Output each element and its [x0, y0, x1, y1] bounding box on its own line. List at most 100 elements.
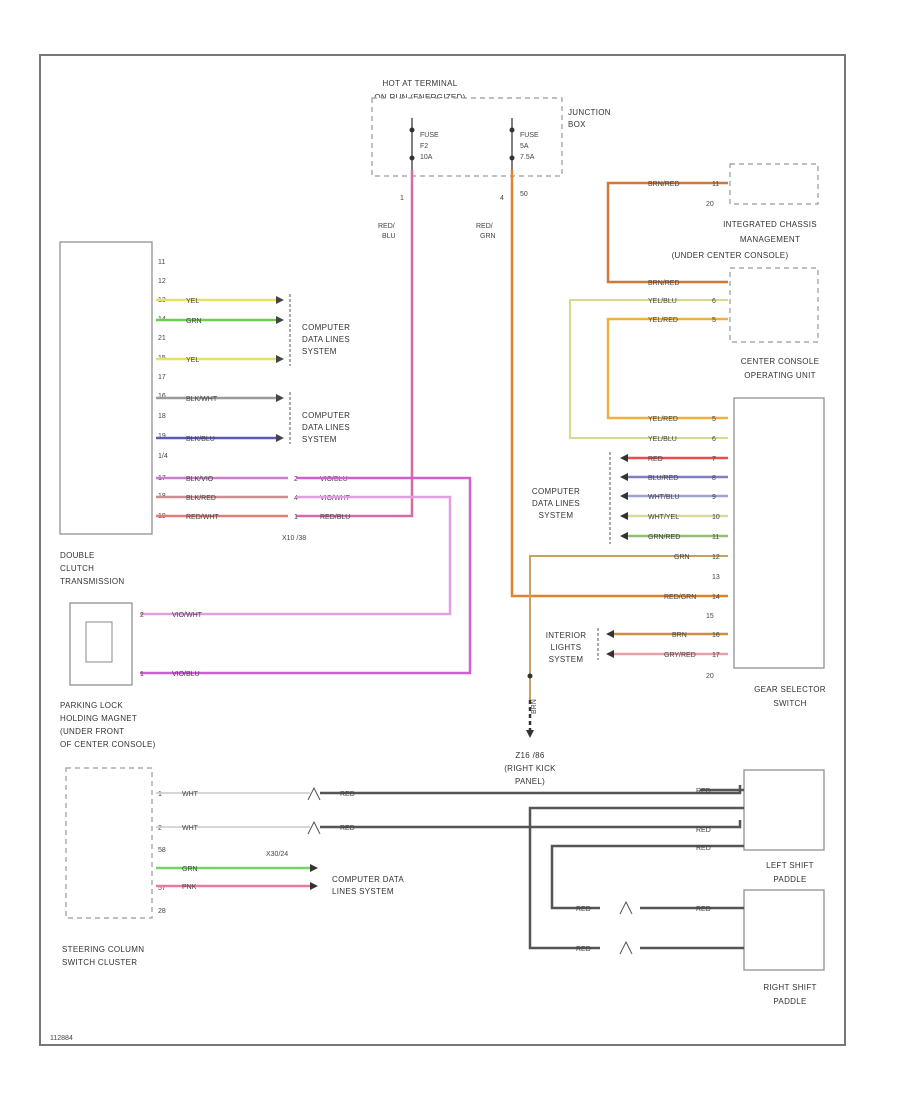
x10-pin: 2 — [294, 476, 298, 483]
wire-label-grn: GRN — [186, 318, 202, 325]
ground-label-1: Z16 /86 — [515, 751, 544, 760]
ground-label-3: PANEL) — [515, 777, 545, 786]
paddle-wire-label: RED — [696, 845, 711, 852]
left-paddle-label-1: LEFT SHIFT — [766, 861, 814, 870]
parking-pin: 2 — [140, 612, 144, 619]
center-console-box — [729, 267, 819, 343]
wire-label-yel-2: YEL — [186, 357, 199, 364]
junction-title-1: HOT AT TERMINAL — [382, 79, 457, 88]
junction-name-2: BOX — [568, 120, 586, 129]
steering-pin: 2 — [158, 825, 162, 832]
wire-yel-blu — [569, 299, 728, 439]
interior-label-2: LIGHTS — [551, 643, 582, 652]
wire-label-blk-blu: BLK/BLU — [186, 436, 215, 443]
wire-label-yel-blu: YEL/BLU — [648, 298, 677, 305]
solenoid-icon — [85, 621, 113, 663]
trans-pin: 17 — [158, 374, 166, 381]
junction-pin-left: 1 — [400, 195, 404, 202]
wire-label-yel: YEL — [186, 298, 199, 305]
gs-wire-label: BLU/RED — [648, 475, 678, 482]
gs-wire-label: WHT/YEL — [648, 514, 679, 521]
wire-red-blu-main — [296, 170, 414, 518]
steering-pin: 57 — [158, 885, 166, 892]
wire-yel-red — [606, 317, 728, 420]
steering-label-2: SWITCH CLUSTER — [62, 958, 137, 967]
gs-pin: 15 — [706, 613, 714, 620]
fuse-left-terminal-top — [409, 127, 415, 133]
fuse-left-label: FUSE — [420, 132, 439, 139]
connector-icon — [619, 940, 633, 955]
right-paddle-box — [743, 889, 825, 971]
integrated-label-2: MANAGEMENT — [740, 235, 800, 244]
wire-label-ground-brn: BRN — [531, 699, 538, 714]
wire-label-yel-red: YEL/RED — [648, 317, 678, 324]
parking-label-3: (UNDER FRONT — [60, 727, 124, 736]
trans-pin: 11 — [158, 259, 165, 266]
diagram-frame — [39, 54, 846, 1046]
wire-label-blk-red: BLK/RED — [186, 495, 216, 502]
fuse-left-rating: 10A — [420, 154, 433, 161]
cdl-2-line-2: DATA LINES — [302, 423, 350, 432]
gs-wire-label: YEL/RED — [648, 416, 678, 423]
steering-pin: 1 — [158, 791, 162, 798]
parking-lock-magnet: 2 1 VIO/WHT VIO/BLU PARKING LOCK HOLDING… — [60, 602, 203, 749]
center-console-label-2: OPERATING UNIT — [744, 371, 816, 380]
wire-label-red-wht: RED/WHT — [186, 514, 219, 521]
trans-pin: 16 — [158, 393, 166, 400]
wire-label-red-blu-1: RED/ — [378, 223, 395, 230]
wire-label-brn-red-1: BRN/RED — [648, 181, 680, 188]
paddle-wire-label: RED — [696, 788, 711, 795]
wire-label-red-2: RED — [340, 825, 355, 832]
gs-wire-label: GRY/RED — [664, 652, 696, 659]
integrated-label-3: (UNDER CENTER CONSOLE) — [672, 251, 789, 260]
trans-pin: 21 — [158, 335, 166, 342]
connector-icon — [307, 786, 321, 801]
wire-red-grn-main — [510, 170, 728, 598]
shift-paddles: RED RED RED RED RED RED LEFT SHIFT PADDL… — [528, 769, 825, 1006]
cdl-2-line-1: COMPUTER — [302, 411, 350, 420]
gs-wire-label: GRN — [674, 554, 690, 561]
cdl-3-line-1: COMPUTER — [532, 487, 580, 496]
transmission-label-2: CLUTCH — [60, 564, 94, 573]
gs-pin: 20 — [706, 673, 714, 680]
wire-label-red-blu-2: BLU — [382, 233, 396, 240]
right-paddle-label-1: RIGHT SHIFT — [763, 983, 816, 992]
parking-pin: 1 — [140, 671, 144, 678]
cdl-4-line-1: COMPUTER DATA — [332, 875, 404, 884]
wire-red-left-loop — [550, 844, 744, 910]
cdl-1-line-2: DATA LINES — [302, 335, 350, 344]
gs-pin: 9 — [712, 494, 716, 501]
gs-pin: 11 — [712, 534, 719, 541]
integrated-label-1: INTEGRATED CHASSIS — [723, 220, 817, 229]
right-paddle-label-2: PADDLE — [773, 997, 806, 1006]
cdl-1-line-3: SYSTEM — [302, 347, 337, 356]
fuse-right-rating: 7.5A — [520, 154, 535, 161]
ground-label-2: (RIGHT KICK — [504, 764, 556, 773]
diagram-id: 112884 — [50, 1035, 73, 1042]
cdl-3-line-2: DATA LINES — [532, 499, 580, 508]
cdl-1-line-1: COMPUTER — [302, 323, 350, 332]
steering-pin: 28 — [158, 908, 166, 915]
steering-column-switch-cluster: 1 2 58 57 28 WHT WHT RED RED GRN PNK X30… — [62, 767, 742, 967]
wire-label-wht-2: WHT — [182, 825, 199, 832]
gs-pin: 13 — [712, 574, 720, 581]
gs-pin: 17 — [712, 652, 720, 659]
console-pin: 5 — [712, 317, 716, 324]
gs-wire-label: GRN/RED — [648, 534, 680, 541]
paddle-wire-label: RED — [576, 906, 591, 913]
wire-red-left-1 — [320, 785, 742, 795]
gs-pin: 12 — [712, 554, 720, 561]
gs-pin: 7 — [712, 456, 716, 463]
gear-selector-label-2: SWITCH — [773, 699, 806, 708]
ground-icon — [526, 730, 534, 738]
paddle-wire-label: RED — [576, 946, 591, 953]
x10-pin: 4 — [294, 495, 298, 502]
can-connector-label: X30/24 — [266, 851, 288, 858]
gs-pin: 16 — [712, 632, 720, 639]
cdl-3-line-3: SYSTEM — [539, 511, 574, 520]
transmission-label-1: DOUBLE — [60, 551, 95, 560]
integrated-pin: 11 — [712, 181, 719, 188]
integrated-chassis-box — [729, 163, 819, 205]
wire-label-parking-vio-wht: VIO/WHT — [172, 612, 203, 619]
transmission-module: 11 12 13 14 21 15 17 16 18 19 1/4 17 18 … — [59, 241, 351, 586]
